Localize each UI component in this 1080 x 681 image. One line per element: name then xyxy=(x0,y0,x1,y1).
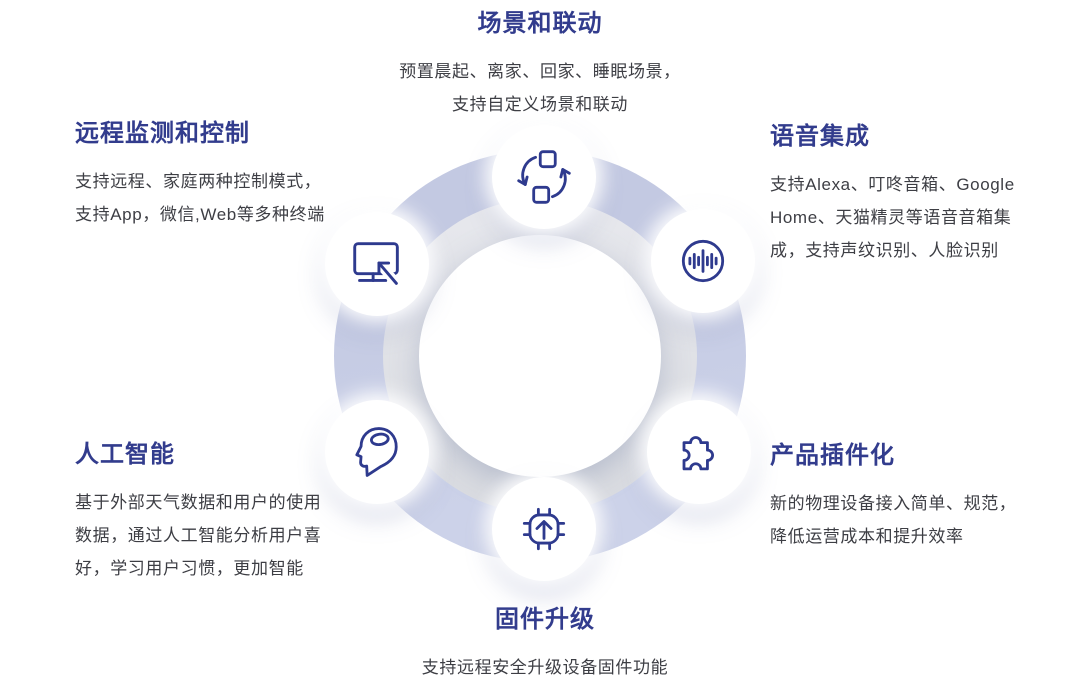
feature-title-scenes: 场景和联动 xyxy=(477,10,603,37)
ring-center-circle xyxy=(419,235,661,477)
sync-squares-icon xyxy=(514,147,574,207)
feature-desc-line: 预置晨起、离家、回家、睡眠场景， xyxy=(399,62,681,81)
feature-desc-line: 成，支持声纹识别、人脸识别 xyxy=(770,241,999,260)
head-brain-icon xyxy=(347,422,407,482)
feature-remote-control: 远程监测和控制 支持远程、家庭两种控制模式， 支持App，微信,Web等多种终端 xyxy=(75,120,325,231)
feature-desc-line: 基于外部天气数据和用户的使用 xyxy=(75,493,322,512)
node-firmware-upgrade xyxy=(492,477,596,581)
node-artificial-intelligence xyxy=(325,400,429,504)
monitor-arrow-icon xyxy=(346,233,408,295)
feature-desc-line: 新的物理设备接入简单、规范， xyxy=(770,494,1017,513)
voice-wave-icon xyxy=(673,231,733,291)
feature-desc-line: 支持Alexa、叮咚音箱、Google xyxy=(770,175,1015,194)
node-product-plugin xyxy=(647,400,751,504)
feature-desc-line: 支持App，微信,Web等多种终端 xyxy=(75,205,325,224)
feature-desc-line: Home、天猫精灵等语音音箱集 xyxy=(770,208,1012,227)
feature-desc-line: 数据，通过人工智能分析用户喜 xyxy=(75,526,322,545)
feature-scenes: 场景和联动 预置晨起、离家、回家、睡眠场景， 支持自定义场景和联动 xyxy=(320,10,760,121)
feature-title-plugin: 产品插件化 xyxy=(770,442,895,469)
feature-title-firmware: 固件升级 xyxy=(495,606,595,633)
feature-title-ai: 人工智能 xyxy=(75,441,175,468)
feature-firmware-upgrade: 固件升级 支持远程安全升级设备固件功能 xyxy=(325,606,765,681)
node-voice-integration xyxy=(651,209,755,313)
feature-desc-line: 好，学习用户习惯，更加智能 xyxy=(75,559,304,578)
feature-voice-integration: 语音集成 支持Alexa、叮咚音箱、Google Home、天猫精灵等语音音箱集… xyxy=(770,123,1015,267)
feature-title-voice: 语音集成 xyxy=(770,123,870,150)
feature-artificial-intelligence: 人工智能 基于外部天气数据和用户的使用 数据，通过人工智能分析用户喜 好，学习用… xyxy=(75,441,321,585)
feature-desc-line: 降低运营成本和提升效率 xyxy=(770,527,964,546)
feature-desc-line: 支持远程安全升级设备固件功能 xyxy=(421,658,669,677)
node-scenes xyxy=(492,125,596,229)
chip-upgrade-icon xyxy=(514,499,574,559)
feature-title-remote: 远程监测和控制 xyxy=(75,120,250,147)
feature-desc-line: 支持自定义场景和联动 xyxy=(452,95,628,114)
puzzle-icon xyxy=(669,422,729,482)
feature-product-plugin: 产品插件化 新的物理设备接入简单、规范， 降低运营成本和提升效率 xyxy=(770,442,1016,553)
node-remote-control xyxy=(325,212,429,316)
feature-desc-line: 支持远程、家庭两种控制模式， xyxy=(75,172,322,191)
